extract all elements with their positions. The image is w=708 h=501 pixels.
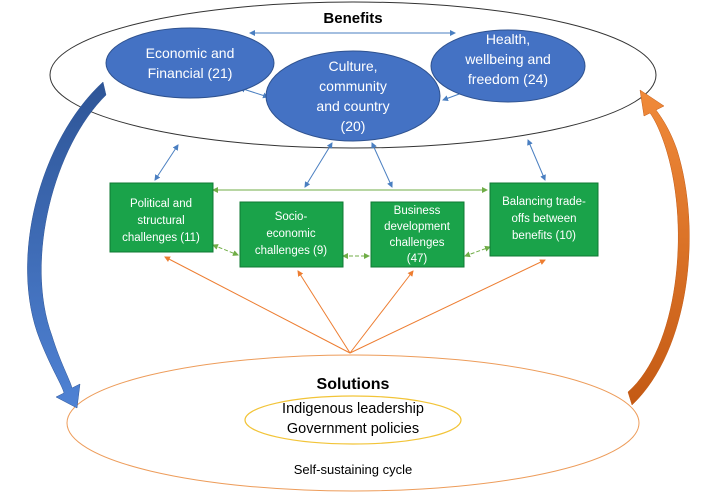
benefit-economic: Economic and Financial (21): [105, 27, 275, 99]
arrow-solutions-balancing: [349, 259, 546, 354]
arrow-benefits-balancing: [527, 139, 546, 181]
benefit-culture-line-1: Culture,: [328, 58, 377, 74]
cycle-label: Self-sustaining cycle: [294, 462, 413, 477]
benefit-culture-line-4: (20): [341, 118, 366, 134]
blue-cycle-arrow: [27, 81, 107, 409]
challenge-socio-line-1: Socio-: [275, 211, 308, 223]
benefit-economic-line-2: Financial (21): [148, 65, 233, 81]
challenge-political: Political and structural challenges (11): [109, 182, 214, 253]
benefit-health-line-3: freedom (24): [468, 71, 548, 87]
challenge-political-line-1: Political and: [130, 198, 192, 210]
arrow-solutions-socio: [297, 270, 351, 354]
challenge-balancing-line-3: benefits (10): [512, 230, 576, 242]
challenge-business-line-3: challenges: [390, 237, 445, 249]
challenge-balancing-line-2: offs between: [511, 213, 576, 225]
challenge-business-line-1: Business: [394, 205, 441, 217]
challenge-socio-line-2: economic: [266, 228, 315, 240]
arrow-political-socio: [212, 244, 239, 256]
benefit-health: Health, wellbeing and freedom (24): [430, 29, 586, 103]
solution-indigenous-leadership: Indigenous leadership: [282, 401, 424, 417]
arrow-solutions-political: [164, 256, 351, 354]
challenge-business: Business development challenges (47): [370, 201, 465, 268]
arrow-business-balancing: [464, 245, 491, 258]
benefit-economic-line-1: Economic and: [146, 45, 235, 61]
orange-cycle-arrow: [627, 89, 690, 406]
challenge-balancing: Balancing trade- offs between benefits (…: [489, 182, 599, 257]
challenge-balancing-line-1: Balancing trade-: [502, 196, 586, 208]
benefit-health-line-2: wellbeing and: [464, 51, 551, 67]
benefits-title: Benefits: [323, 10, 382, 27]
solutions-inner-ellipse: [244, 395, 462, 445]
challenge-political-line-3: challenges (11): [122, 232, 200, 244]
arrow-culture-socio: [304, 142, 333, 188]
solutions-title: Solutions: [317, 376, 390, 393]
benefit-culture-line-3: and country: [316, 98, 389, 114]
arrow-solutions-business: [349, 270, 414, 354]
arrow-benefits-political: [154, 144, 179, 181]
challenge-business-line-2: development: [384, 221, 451, 233]
arrow-culture-business: [371, 142, 393, 188]
benefit-culture-line-2: community: [319, 78, 387, 94]
challenge-socio-line-3: challenges (9): [255, 245, 327, 257]
challenge-political-line-2: structural: [137, 215, 184, 227]
solutions-ellipse: [66, 354, 640, 492]
challenge-business-line-4: (47): [407, 253, 428, 265]
challenge-socio-economic: Socio- economic challenges (9): [239, 201, 344, 268]
benefit-health-line-1: Health,: [486, 31, 530, 47]
solution-government-policies: Government policies: [287, 421, 419, 437]
benefit-culture: Culture, community and country (20): [265, 50, 441, 142]
benefits-ellipse: [49, 1, 657, 149]
